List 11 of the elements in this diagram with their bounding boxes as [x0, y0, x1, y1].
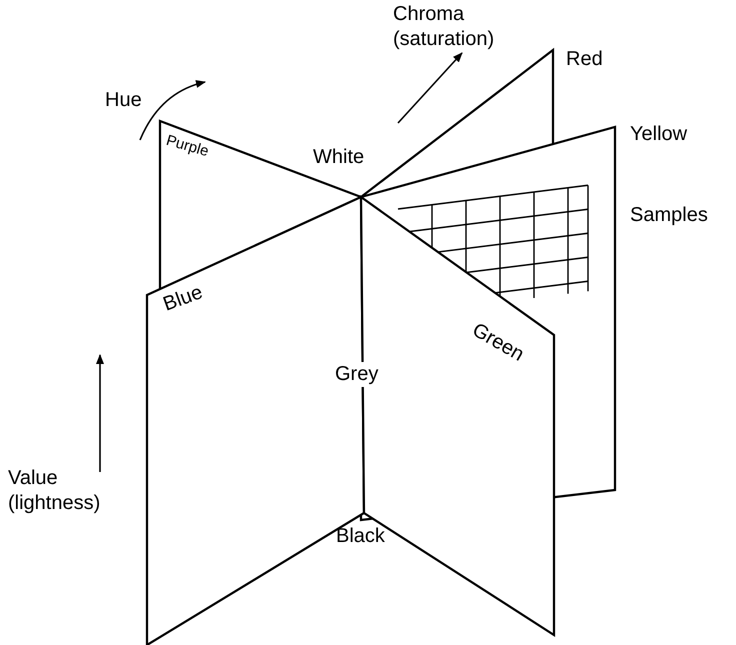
- label-text: Yellow: [630, 122, 688, 147]
- label-text: Grey: [335, 362, 378, 387]
- label-text: Purple: [163, 130, 212, 162]
- label-text: Chroma (saturation): [393, 2, 496, 52]
- label-text: Value (lightness): [8, 466, 102, 516]
- label-text: Samples: [630, 203, 708, 228]
- label-text: White: [313, 145, 364, 170]
- label-text: Blue: [160, 280, 206, 318]
- label-text: Hue: [105, 88, 142, 113]
- label-text: Red: [566, 47, 603, 72]
- label-text: Black: [336, 524, 385, 549]
